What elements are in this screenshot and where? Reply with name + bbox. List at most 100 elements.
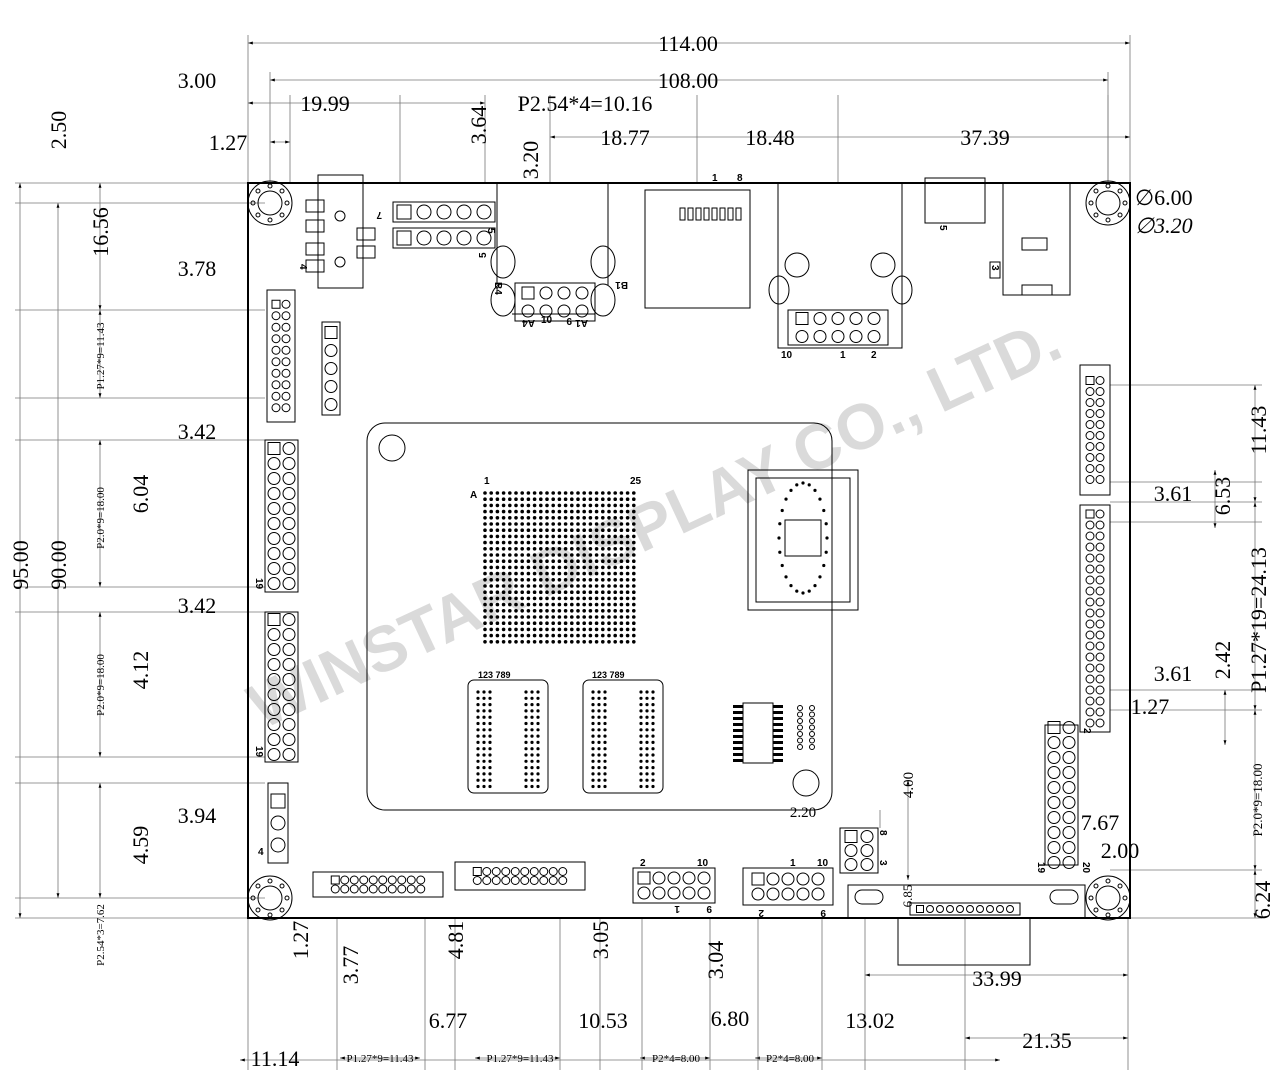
emmc-ball: [780, 508, 784, 513]
dim-hole-pitch-x: 108.00: [658, 68, 719, 93]
bga-ball: [520, 491, 524, 495]
pin: [436, 204, 452, 220]
bga-ball: [501, 522, 506, 526]
sd-pad: [695, 207, 702, 221]
emmc-ball: [818, 497, 822, 501]
hole-inner-diameter: ∅3.20: [1135, 213, 1193, 238]
ram-ball: [476, 772, 480, 776]
pin-label: 1: [840, 350, 846, 361]
bga-ball: [483, 578, 487, 582]
dim-10-53: 10.53: [578, 1008, 628, 1033]
bga-ball: [601, 491, 605, 495]
bga-ball: [508, 571, 512, 576]
bga-ball: [607, 640, 611, 644]
pin: [387, 884, 397, 894]
emmc-ball: [807, 589, 811, 593]
bga-ball: [613, 596, 617, 601]
ram-ball: [651, 690, 655, 694]
pin: [1095, 707, 1105, 717]
pin: [1095, 376, 1105, 385]
bga-ball: [576, 609, 580, 613]
dim-1-27-top: 1.27: [209, 130, 248, 155]
via: [809, 737, 815, 744]
pin: [1062, 856, 1076, 869]
ram-ball: [476, 721, 480, 726]
pin: [472, 876, 482, 885]
pin-label: 2: [640, 858, 646, 869]
bga-ball: [532, 578, 537, 582]
bga-ball: [601, 534, 605, 539]
bga-ball: [551, 640, 555, 644]
bga-ball: [495, 497, 500, 502]
bga-ball: [563, 540, 568, 545]
pin-labels: 7 5 5 4 B4 B1 A4 10 9 A1 1 8 10 1 2 5 3 …: [253, 173, 1092, 918]
dim-hole-pitch-y: 90.00: [46, 540, 71, 590]
pin: [281, 334, 291, 344]
bga-ball: [514, 516, 518, 520]
bga-ball: [557, 516, 562, 520]
bga-ball: [613, 615, 617, 619]
pin: [282, 658, 296, 671]
ram-ball: [651, 709, 655, 713]
ram-ball: [488, 772, 492, 776]
bga-ball: [582, 571, 586, 576]
pin-label: A1: [575, 317, 588, 328]
pin: [281, 311, 291, 321]
bga-ball: [607, 602, 611, 607]
bga-ball: [526, 547, 531, 551]
bga-ball: [582, 602, 586, 607]
ram-ball: [524, 709, 528, 713]
dim-3-04: 3.04: [703, 941, 728, 980]
ram-ball: [530, 784, 534, 789]
bga-ball: [607, 578, 611, 582]
bga-ball: [483, 491, 487, 495]
mounting-hole-via: [255, 212, 261, 218]
pin: [1095, 685, 1105, 695]
ram-ball: [536, 778, 540, 782]
bga-ball: [632, 547, 636, 551]
bga-ball: [495, 596, 500, 601]
bga-ball: [508, 559, 512, 563]
bga-ball: [619, 615, 624, 619]
pitch-label-right-1: P1.27*19=24.13: [1246, 547, 1271, 693]
bga-ball: [526, 491, 531, 495]
ram-ball: [524, 703, 528, 707]
pin: [766, 872, 780, 886]
bga-ball: [532, 503, 537, 508]
bga-ball: [613, 528, 617, 532]
pin: [831, 330, 845, 343]
bga-ball: [501, 547, 506, 551]
bga-ball: [501, 615, 506, 619]
bga-ball: [557, 559, 562, 563]
pin: [539, 304, 553, 318]
bga-ball: [570, 565, 574, 570]
pin: [860, 858, 874, 871]
bga-ball: [483, 609, 487, 613]
pin: [1095, 420, 1105, 429]
ram-ball: [591, 778, 595, 782]
pin: [510, 867, 520, 876]
bga-ball: [526, 633, 531, 638]
bga-ball: [520, 534, 524, 539]
soic-pin: [773, 723, 783, 726]
pin: [1095, 586, 1105, 596]
bga-ball: [594, 509, 599, 514]
ram-ball: [524, 734, 528, 738]
pin: [282, 688, 296, 701]
bga-ball: [607, 559, 611, 563]
ram-ball: [639, 703, 643, 707]
ram-ball: [482, 721, 486, 726]
bga-ball: [582, 503, 586, 508]
pin: [1095, 630, 1105, 640]
ram-ball: [645, 784, 649, 789]
bga-ball: [532, 553, 537, 557]
emmc-ball: [813, 488, 817, 492]
header-bottom-5: [839, 827, 879, 874]
pin-1: [844, 830, 858, 843]
emmc-ball: [795, 483, 799, 487]
ram-ball: [530, 772, 534, 776]
bga-ball: [563, 547, 568, 551]
soic-pin: [773, 705, 783, 708]
ram-ball: [603, 740, 607, 745]
pin: [1095, 387, 1105, 396]
